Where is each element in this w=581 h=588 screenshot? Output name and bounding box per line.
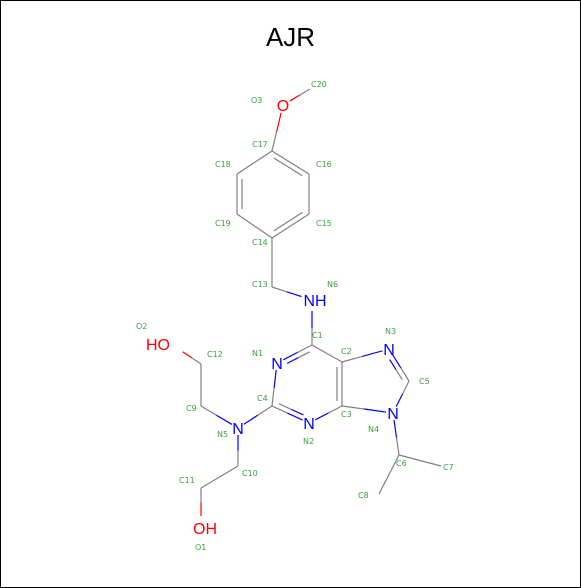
atom-label-c1: C1: [312, 331, 323, 340]
atom-symbol-o1: OH: [193, 521, 217, 538]
atom-label-c2: C2: [341, 347, 352, 356]
bond-C5-N4: [395, 380, 410, 408]
atom-label-o3: O3: [251, 96, 262, 105]
atom-symbol-o3: O: [277, 98, 289, 115]
atom-label-c4: C4: [257, 394, 268, 403]
atom-label-n3: N3: [385, 327, 396, 336]
double-bond-C17-C16: [273, 157, 303, 177]
bond-C6-C8: [378, 454, 400, 495]
atom-label-c6: C6: [396, 459, 407, 468]
bond-C3-N2: [314, 405, 343, 421]
bond-C4-N1: [271, 369, 277, 407]
atom-label-c8: C8: [358, 491, 369, 500]
atom-label-c12: C12: [207, 350, 223, 359]
atom-symbol-n3: N: [383, 342, 395, 359]
atom-label-c15: C15: [316, 219, 332, 228]
atom-label-o2: O2: [136, 322, 147, 331]
bond-O3-C17: [271, 112, 282, 152]
atom-symbol-n4: N: [387, 406, 399, 423]
atom-label-c14: C14: [252, 238, 268, 247]
bond-C15-C14: [271, 213, 310, 239]
atom-label-c3: C3: [341, 410, 352, 419]
bond-C18-C17: [236, 150, 273, 175]
bond-N5-C9: [200, 405, 233, 425]
atom-label-n6: N6: [327, 280, 338, 289]
atom-label-c16: C16: [316, 160, 332, 169]
bond-C4-N5: [243, 405, 273, 425]
atom-label-n4: N4: [368, 425, 379, 434]
atom-label-n5: N5: [217, 430, 228, 439]
atom-label-c20: C20: [311, 80, 327, 89]
atom-label-n2: N2: [303, 437, 314, 446]
atom-label-c13: C13: [252, 280, 268, 289]
atom-label-n1: N1: [252, 349, 263, 358]
double-bond-N1-C1: [286, 351, 311, 364]
bond-N4-C6: [393, 419, 400, 456]
atom-label-c7: C7: [443, 463, 454, 472]
bond-C2-N3: [341, 350, 383, 363]
atom-label-c10: C10: [242, 469, 258, 478]
atom-symbol-n2: N: [303, 416, 315, 433]
atom-label-c19: C19: [215, 219, 231, 228]
bond-N1-C1: [282, 344, 313, 361]
bond-C1-C2: [311, 344, 343, 363]
atom-label-c9: C9: [186, 404, 197, 413]
atom-label-c5: C5: [419, 377, 430, 386]
atom-symbol-o2: HO: [146, 337, 170, 354]
atom-label-o1: O1: [195, 543, 206, 552]
molecule-title: AJR: [265, 22, 316, 52]
bond-C14-C19: [236, 213, 273, 239]
bond-C17-C16: [271, 150, 310, 175]
atom-label-c18: C18: [215, 160, 231, 169]
atom-symbol-n1: N: [271, 356, 283, 373]
bond-C13-N6: [271, 286, 302, 298]
atom-symbol-n6: NH: [303, 293, 326, 310]
atom-label-c17: C17: [252, 140, 268, 149]
bond-N4-C3: [341, 405, 387, 413]
atom-symbol-n5: N: [232, 421, 244, 438]
atom-label-c11: C11: [179, 476, 195, 485]
bond-C6-C7: [398, 454, 442, 467]
double-bond-C15-C14: [273, 211, 303, 232]
bond-N2-C4: [271, 405, 303, 421]
bond-C12-O2: [182, 351, 202, 365]
bond-C10-C11: [200, 465, 239, 489]
bond-N3-C5: [392, 354, 410, 382]
double-bond-N2-C4: [278, 403, 304, 416]
double-bond-N3-C5: [389, 359, 403, 380]
bond-C20-O3: [289, 88, 311, 102]
